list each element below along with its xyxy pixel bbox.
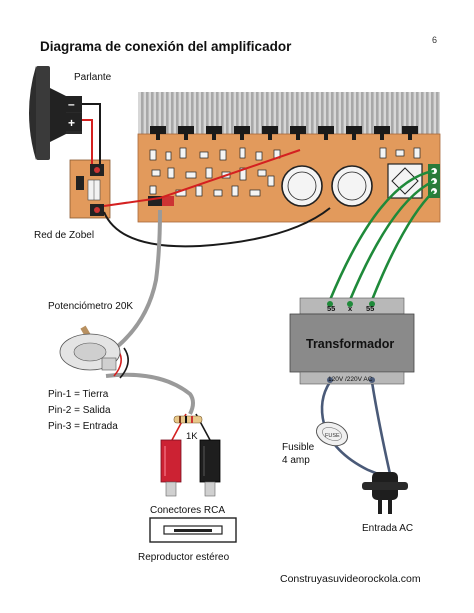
wire-green-3 bbox=[370, 190, 435, 301]
rca-label: Conectores RCA bbox=[150, 505, 225, 516]
zobel-network-board bbox=[69, 159, 111, 219]
transformer-name: Transformador bbox=[306, 337, 394, 351]
wire-green-1 bbox=[328, 169, 435, 301]
rca-connector-black bbox=[199, 439, 221, 497]
potentiometer bbox=[59, 325, 121, 371]
fuse-rating: 4 amp bbox=[282, 455, 310, 466]
wire-speaker-negative bbox=[82, 103, 101, 164]
wire-speaker-positive bbox=[82, 119, 93, 164]
speaker-positive-sign: + bbox=[68, 116, 75, 130]
fuse-marking: FUSE bbox=[325, 433, 340, 439]
stereo-player bbox=[149, 517, 237, 543]
pin1-label: Pin-1 = Tierra bbox=[48, 389, 109, 400]
footer-website: Construyasuvideorockola.com bbox=[280, 573, 421, 585]
speaker-label: Parlante bbox=[74, 72, 112, 83]
transformer bbox=[289, 297, 415, 385]
transformer-primary-label: 120V /220V AC bbox=[328, 376, 373, 383]
wire-pot-black bbox=[119, 347, 129, 379]
fuse bbox=[316, 421, 348, 447]
transformer-secondary-center: x bbox=[348, 304, 353, 313]
rca-connector-red bbox=[160, 439, 182, 497]
potentiometer-label: Potenciómetro 20K bbox=[48, 301, 133, 312]
fuse-label: Fusible bbox=[282, 442, 315, 453]
ac-input-label: Entrada AC bbox=[362, 523, 413, 534]
speaker-negative-sign: – bbox=[68, 97, 75, 111]
wire-zobel-to-amp-positive bbox=[103, 149, 301, 207]
amplifier-board bbox=[137, 126, 441, 223]
ac-plug bbox=[362, 472, 408, 514]
player-label: Reproductor estéreo bbox=[138, 552, 230, 563]
resistor-label: 1K bbox=[186, 431, 198, 442]
pin3-label: Pin-3 = Entrada bbox=[48, 421, 118, 432]
wire-pot-to-rca bbox=[105, 372, 195, 415]
page-number: 6 bbox=[432, 35, 437, 45]
diagram-title: Diagrama de conexión del amplificador bbox=[40, 39, 292, 54]
wire-input-cable bbox=[116, 209, 162, 348]
speaker bbox=[29, 66, 82, 160]
transformer-secondary-left: 55 bbox=[327, 304, 335, 313]
pin2-label: Pin-2 = Salida bbox=[48, 405, 111, 416]
resistor-1k bbox=[173, 415, 203, 424]
wire-primary-2 bbox=[370, 381, 392, 475]
wire-zobel-to-amp-ground bbox=[103, 207, 331, 248]
wire-green-2 bbox=[348, 179, 435, 301]
zobel-label: Red de Zobel bbox=[34, 230, 94, 241]
transformer-secondary-right: 55 bbox=[366, 304, 374, 313]
